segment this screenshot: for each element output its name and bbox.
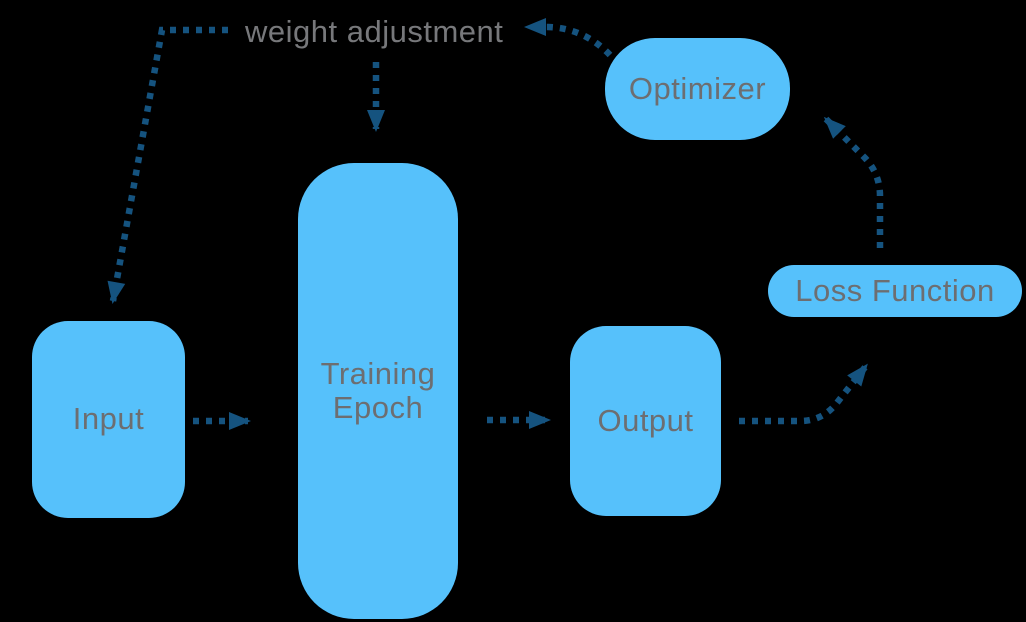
node-optimizer-label: Optimizer [628, 70, 767, 106]
node-training-epoch-label-line1: Training [320, 355, 436, 391]
node-input: Input [32, 321, 185, 518]
arrow-output-to-loss-function [739, 363, 869, 425]
node-optimizer: Optimizer [605, 38, 790, 140]
node-training-epoch: Training Epoch [298, 163, 458, 619]
node-loss-function: Loss Function [768, 265, 1022, 317]
arrow-optimizer-to-weight-adjustment [524, 18, 613, 58]
node-output: Output [570, 326, 721, 516]
arrow-loss-function-to-optimizer [823, 116, 884, 248]
node-training-epoch-label: Training Epoch [320, 355, 436, 425]
node-training-epoch-label-line2: Epoch [332, 390, 424, 425]
node-input-label: Input [72, 401, 145, 437]
node-loss-function-label: Loss Function [795, 272, 995, 308]
node-output-label: Output [597, 402, 694, 438]
arrow-weight-adjustment-to-input [107, 26, 228, 304]
weight-adjustment-label: weight adjustment [245, 14, 504, 49]
